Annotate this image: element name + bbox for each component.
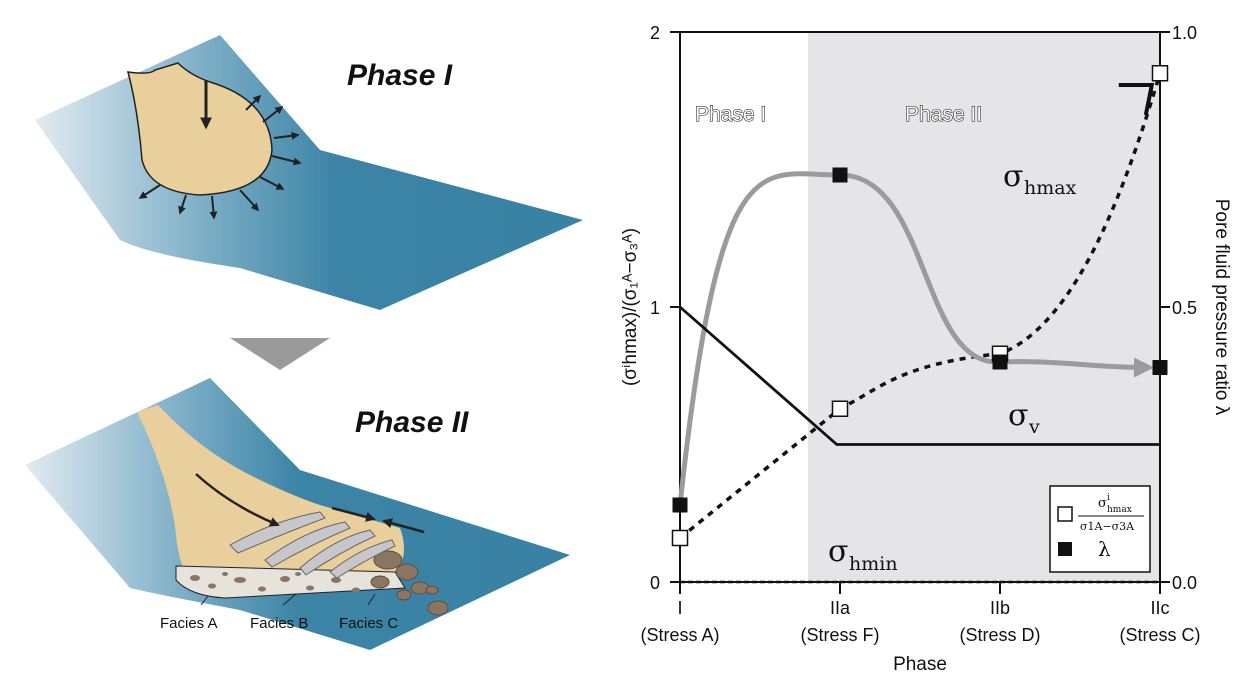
legend: σ i hmax σ1A−σ3A λ bbox=[1049, 485, 1151, 573]
x-cat-0: I bbox=[677, 598, 682, 618]
y-axis-title-left: (σⁱhmax)/(σ₁ᴬ−σ₃ᴬ) bbox=[620, 228, 641, 386]
left-tick-0: 0 bbox=[650, 573, 660, 593]
left-axis bbox=[670, 31, 680, 583]
series-label-hmax: σ hmax bbox=[1003, 159, 1077, 199]
x-sublabel-2: (Stress D) bbox=[960, 625, 1041, 645]
phase2-diagram: Facies A Facies B Facies C Phase II bbox=[25, 378, 570, 650]
facies-c-label: Facies C bbox=[339, 615, 398, 632]
series-label-v-sym: σ bbox=[1008, 398, 1028, 433]
x-axis-title: Phase bbox=[893, 654, 947, 675]
marker-hmax-0 bbox=[671, 529, 689, 547]
series-label-v-sub: v bbox=[1028, 416, 1040, 438]
x-cat-2: IIb bbox=[990, 598, 1010, 618]
series-v-line bbox=[679, 305, 1160, 446]
y-axis-title-right: Pore fluid pressure ratio λ bbox=[1211, 199, 1232, 416]
x-cat-3: IIc bbox=[1150, 598, 1169, 618]
marker-hmax-1 bbox=[831, 400, 849, 417]
phase2-sediment-ridges bbox=[229, 511, 396, 579]
phase2-title: Phase II bbox=[355, 406, 469, 439]
marker-hmax-3 bbox=[1151, 65, 1169, 82]
marker-lambda-2 bbox=[992, 354, 1008, 370]
series-hmax-arrowhead bbox=[1118, 83, 1155, 116]
marker-lambda-0 bbox=[672, 497, 688, 513]
marker-lambda-3 bbox=[1152, 360, 1168, 375]
phase2-compression-arrow-left bbox=[331, 506, 376, 522]
phase1-slope bbox=[35, 35, 583, 310]
phase2-facies-leaders bbox=[200, 593, 376, 606]
phase2-boulders bbox=[370, 550, 449, 616]
phase2-debris-apron bbox=[175, 565, 406, 599]
phase2-compression-arrow-right bbox=[382, 518, 425, 534]
series-layer bbox=[677, 72, 1162, 584]
x-axis bbox=[679, 582, 1161, 594]
right-tick-0: 0.0 bbox=[1172, 573, 1197, 593]
phase2-debris-grains bbox=[190, 572, 360, 593]
phase2-flow-arrow bbox=[195, 473, 280, 527]
legend-box bbox=[1049, 485, 1151, 573]
legend-num-sym: σ bbox=[1098, 496, 1107, 511]
series-label-v: σ v bbox=[1008, 398, 1040, 438]
legend-open-square bbox=[1057, 506, 1073, 522]
right-tick-05: 0.5 bbox=[1172, 298, 1197, 318]
marker-lambda-1 bbox=[832, 167, 848, 183]
left-tick-1: 1 bbox=[650, 298, 660, 318]
right-tick-1: 1.0 bbox=[1172, 23, 1197, 43]
phase1-diagram: Phase I bbox=[35, 35, 583, 310]
right-axis bbox=[1160, 31, 1170, 583]
phase1-title: Phase I bbox=[347, 59, 453, 92]
series-label-hmax-sub: hmax bbox=[1024, 177, 1077, 199]
region-label-phase2: Phase II bbox=[905, 103, 982, 126]
legend-filled-label: λ bbox=[1098, 537, 1111, 561]
series-label-hmin: σ hmin bbox=[828, 534, 898, 575]
legend-num-sub: hmax bbox=[1107, 505, 1132, 515]
x-sublabel-1: (Stress F) bbox=[801, 625, 880, 645]
x-sublabel-0: (Stress A) bbox=[640, 625, 719, 645]
legend-filled-square bbox=[1058, 542, 1072, 556]
left-tick-2: 2 bbox=[650, 23, 660, 43]
x-sublabel-3: (Stress C) bbox=[1120, 625, 1201, 645]
phase-transition-arrow bbox=[230, 338, 330, 370]
series-label-hmin-sym: σ bbox=[828, 534, 848, 569]
facies-a-label: Facies A bbox=[160, 615, 218, 632]
series-hmax-line bbox=[678, 72, 1162, 540]
marker-layer bbox=[671, 65, 1169, 547]
series-lambda-curve bbox=[677, 171, 1154, 508]
chart: Phase I Phase II 2 1 0 1.0 0.5 0.0 I bbox=[620, 23, 1232, 675]
x-cat-1: IIa bbox=[830, 598, 851, 618]
legend-den: σ1A−σ3A bbox=[1080, 520, 1135, 533]
phase2-sediment-fan bbox=[137, 405, 404, 585]
series-label-hmax-sym: σ bbox=[1003, 159, 1023, 194]
facies-b-label: Facies B bbox=[250, 615, 308, 632]
legend-num-sup: i bbox=[1107, 493, 1110, 503]
series-label-hmin-sub: hmin bbox=[849, 553, 898, 575]
region-label-phase1: Phase I bbox=[695, 103, 766, 126]
phase1-radial-arrows bbox=[138, 94, 302, 220]
